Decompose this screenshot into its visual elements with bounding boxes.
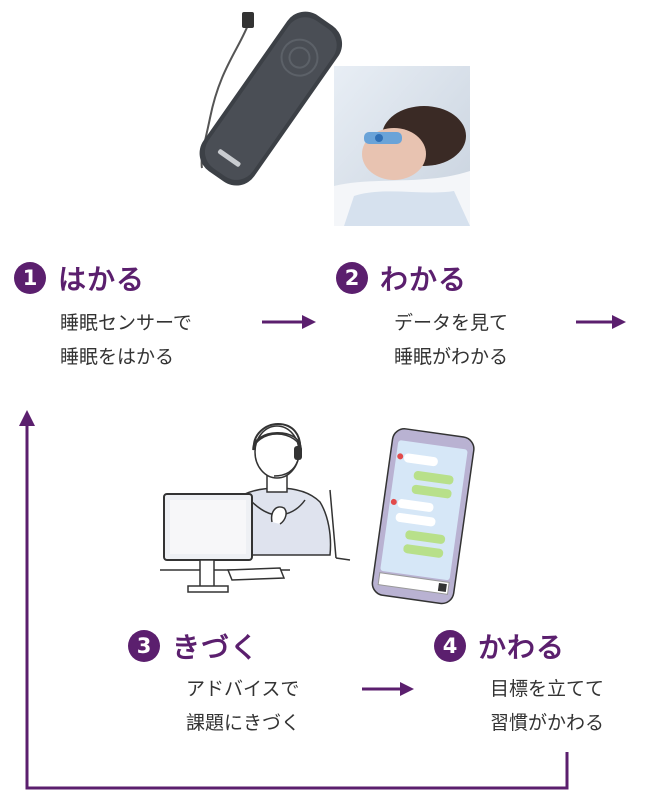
sleep-sensor-image xyxy=(199,11,343,186)
sleeping-person-photo xyxy=(334,66,470,226)
step-3-desc-line-2: 課題にきづく xyxy=(186,712,301,734)
step-4-desc-line-2: 習慣がかわる xyxy=(490,712,605,734)
step-1-description: 睡眠センサーで 睡眠をはかる xyxy=(60,306,192,374)
step-4-number-badge: 4 xyxy=(434,630,466,662)
step-4-desc-line-1: 目標を立てて xyxy=(490,678,605,700)
step-4-heading: 4 かわる xyxy=(434,626,565,666)
step-1-number-badge: 1 xyxy=(14,262,46,294)
step-2-desc-line-1: データを見て xyxy=(394,312,509,334)
step-3-title: きづく xyxy=(172,631,260,664)
arrow-right-icon xyxy=(362,682,414,696)
arrow-right-icon xyxy=(262,315,316,329)
step-3-desc-line-1: アドバイスで xyxy=(186,678,300,700)
step-2-heading: 2 わかる xyxy=(336,258,467,298)
step-4-description: 目標を立てて 習慣がかわる xyxy=(490,672,604,740)
step-3-heading: 3 きづく xyxy=(128,626,259,666)
step-3-number-badge: 3 xyxy=(128,630,160,662)
step-1-heading: 1 はかる xyxy=(14,258,145,298)
step-2-title: わかる xyxy=(380,263,468,296)
advisor-illustration xyxy=(160,422,351,593)
step-4-title: かわる xyxy=(478,631,566,664)
step-3-description: アドバイスで 課題にきづく xyxy=(186,672,300,740)
step-2-number-badge: 2 xyxy=(336,262,368,294)
step-1-desc-line-2: 睡眠をはかる xyxy=(60,346,175,368)
step-1-desc-line-1: 睡眠センサーで xyxy=(60,312,192,334)
arrow-right-icon xyxy=(576,315,626,329)
step-2-description: データを見て 睡眠がわかる xyxy=(394,306,508,374)
step-1-title: はかる xyxy=(58,263,146,296)
step-2-desc-line-2: 睡眠がわかる xyxy=(394,346,509,368)
chat-phone-illustration xyxy=(371,428,475,605)
